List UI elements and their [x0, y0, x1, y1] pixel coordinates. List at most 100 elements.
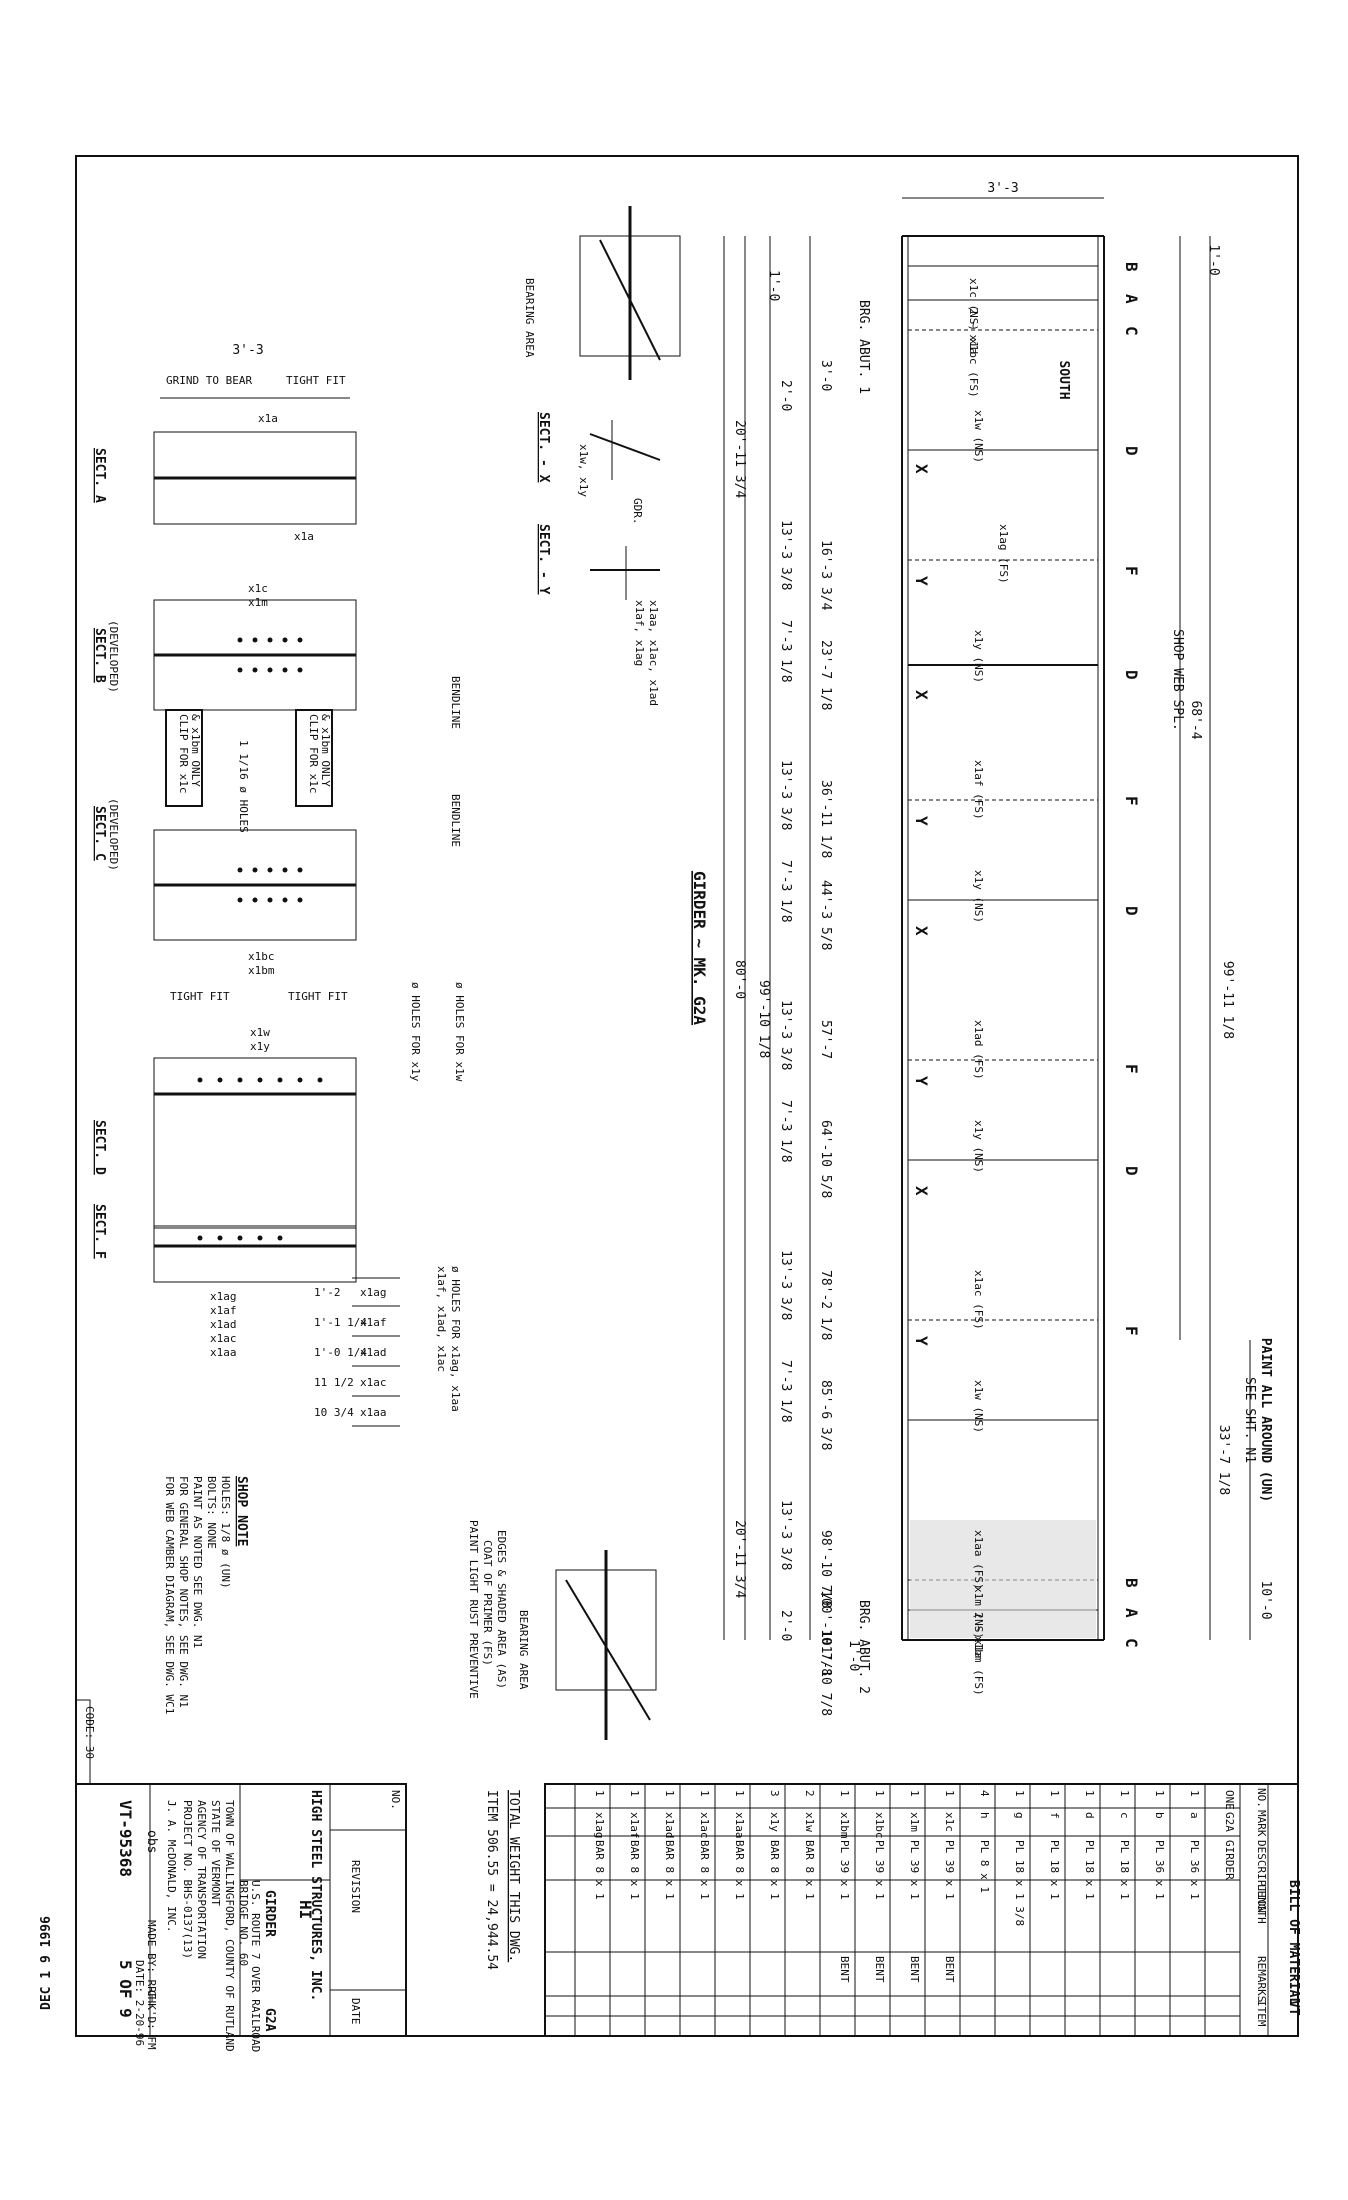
- tb-agency: AGENCY OF TRANSPORTATION: [195, 1800, 208, 1959]
- station-7: 64'-10 5/8: [818, 1120, 833, 1198]
- bearing-detail-bottom: BEARING AREA: [517, 1550, 657, 1740]
- span-20-right: 20'-11 3/4: [732, 1520, 747, 1598]
- camber-total-dim: 68'-4: [1188, 700, 1203, 739]
- abut-1-label: BRG. ABUT. 1: [856, 300, 871, 394]
- stiffener-marks: B A C D X F Y D X F Y D X F Y D X F Y B …: [912, 262, 1141, 1648]
- section-c-bendline: BENDLINE: [449, 794, 462, 847]
- sheet-border: [75, 155, 1299, 2037]
- shop-note-line-2: BOLTS: NONE: [205, 1476, 218, 1549]
- f-dim-1: 1'-2: [314, 1286, 341, 1299]
- section-d-holes-x1y: ø HOLES FOR x1y: [409, 982, 422, 1082]
- segment-2: 13'-3 3/8: [778, 520, 793, 590]
- bom-cell: 3: [768, 1790, 781, 1797]
- bom-header-desc: DESCRIPTION: [1255, 1840, 1268, 1913]
- mark-d2: D: [1122, 670, 1141, 680]
- tb-contract: VT-95368: [116, 1800, 135, 1877]
- f-dim-mark-1: x1ag: [360, 1286, 387, 1299]
- tb-date: DATE: 2-20-96: [133, 1960, 146, 2046]
- bom-cell: BENT: [873, 1956, 886, 1983]
- mark-x2: X: [912, 690, 931, 700]
- bom-cell: BAR 8 x 1: [803, 1840, 816, 1900]
- bom-cell: 1: [593, 1790, 606, 1797]
- received-date-stamp: DEC 1 9 1996: [39, 1916, 54, 2010]
- bom-cell: PL 36 x 1: [1188, 1840, 1201, 1900]
- section-c-x1bc: x1bc: [248, 950, 275, 963]
- clip-note-2a: CLIP FOR x1c: [307, 714, 320, 793]
- shop-note-line-1: HOLES: 1/8 ø (UN): [219, 1476, 232, 1589]
- mark-y2: Y: [912, 816, 931, 826]
- segment-4: 13'-3 3/8: [778, 760, 793, 830]
- bom-headers: NO. MARK DESCRIPTION LENGTH REMARKS ITEM: [1255, 1788, 1268, 2027]
- bom-cell: x1aa: [733, 1812, 746, 1839]
- f-dim-mark-3: x1ad: [360, 1346, 387, 1359]
- segment-8: 13'-3 3/8: [778, 1250, 793, 1320]
- overall-length-dim: 99'-11 1/8: [1220, 961, 1235, 1039]
- tb-town: TOWN OF WALLINGFORD, COUNTY OF RUTLAND: [223, 1800, 236, 2052]
- section-b-x1m: x1m: [248, 596, 268, 609]
- station-2: 16'-3 3/4: [818, 540, 833, 611]
- callout-4: x1w (NS): [972, 410, 985, 463]
- bom-cell: x1bm: [838, 1812, 851, 1839]
- station-11: 100'-10 7/8: [818, 1590, 833, 1676]
- section-y-note-1: x1aa, x1ac, x1ad: [647, 600, 660, 706]
- station-dimensions: 3'-0 16'-3 3/4 23'-7 1/8 36'-11 1/8 44'-…: [723, 236, 871, 1716]
- callout-3: x1bc (FS): [967, 338, 980, 398]
- bom-cell: PL 36 x 1: [1153, 1840, 1166, 1900]
- bom-cell: PL 39 x 1: [838, 1840, 851, 1900]
- bom-header-length: LENGTH: [1255, 1884, 1268, 1924]
- section-c: SECT. C (DEVELOPED) x1bc x1bm BENDLINE: [92, 794, 462, 977]
- mark-y3: Y: [912, 1076, 931, 1086]
- span-99: 99'-10 1/8: [756, 980, 771, 1058]
- section-x-title: SECT. - X: [536, 412, 551, 483]
- callout-12: x1w (NS): [972, 1380, 985, 1433]
- callout-11: x1ac (FS): [972, 1270, 985, 1330]
- stiffener-lines: [908, 265, 1098, 1611]
- bom-cell: BENT: [943, 1956, 956, 1983]
- paint-shading-note: PAINT LIGHT RUST PREVENTIVE COAT OF PRIM…: [467, 1520, 508, 1699]
- bom-header-item: ITEM: [1255, 2000, 1268, 2027]
- paint-ref: SEE SHT. N1: [1242, 1377, 1257, 1463]
- tb-charge: obs: [144, 1830, 159, 1853]
- part-callouts: x1c (NS) 2 ~ x1a x1bc (FS) x1w (NS) x1ag…: [967, 278, 1010, 1696]
- bearing-area-top: BEARING AREA: [523, 278, 536, 358]
- bom-cell: 1: [1188, 1790, 1201, 1797]
- girder-elevation: 3'-3 99'-11 1/8 68'-4 10'-0 33'-7 1/8 PA…: [901, 181, 1273, 1696]
- shop-note-line-4: FOR GENERAL SHOP NOTES, SEE DWG. N1: [177, 1476, 190, 1708]
- paint-shading-line-2: COAT OF PRIMER (FS): [481, 1540, 494, 1666]
- bom-cell: BAR 8 x 1: [733, 1840, 746, 1900]
- shop-note-line-3: PAINT AS NOTED SEE DWG. N1: [191, 1476, 204, 1648]
- abut-2-label: BRG. ABUT. 2: [856, 1600, 871, 1694]
- section-f-dim-table: 1'-2 1'-1 1/4 1'-0 1/4 11 1/2 10 3/4 x1a…: [314, 1277, 400, 1427]
- section-d: SECT. D TIGHT FIT TIGHT FIT x1w x1y ø HO…: [92, 982, 466, 1229]
- segment-6: 13'-3 3/8: [778, 1000, 793, 1070]
- callout-1: x1c (NS): [967, 278, 980, 331]
- bom-cell: 2: [803, 1790, 816, 1797]
- clip-note-1a: CLIP FOR x1c: [177, 714, 190, 793]
- bom-cell: PL 18 x 1 3/8: [1013, 1840, 1026, 1926]
- bom-cell: 1: [698, 1790, 711, 1797]
- end-dim-1: 1'-0: [1206, 244, 1221, 275]
- bom-cell: c: [1118, 1812, 1131, 1819]
- shop-note-title: SHOP NOTE: [234, 1476, 249, 1546]
- section-d-holes-x1w: ø HOLES FOR x1w: [453, 982, 466, 1082]
- section-f: SECT. F x1ag x1af x1ad x1ac x1aa ø HOLES…: [92, 1204, 462, 1412]
- paint-note: PAINT ALL AROUND (UN): [1258, 1338, 1273, 1502]
- bom-cell: BAR 8 x 1: [628, 1840, 641, 1900]
- code-label: CODE: 30: [83, 1706, 96, 1759]
- bom-cell: BENT: [908, 1956, 921, 1983]
- callout-6: x1y (NS): [972, 630, 985, 683]
- f-dim-5: 10 3/4: [314, 1406, 354, 1419]
- tb-date-label: DATE: [349, 1998, 362, 2025]
- bom-cell: 1: [838, 1790, 851, 1797]
- bom-item-weight: ITEM 506.55 = 24,944.54: [484, 1790, 499, 1970]
- bom-cell: 1: [1118, 1790, 1131, 1797]
- bom-cell: BAR 8 x 1: [698, 1840, 711, 1900]
- mark-f3: F: [1122, 1064, 1141, 1074]
- code-box: CODE: 30: [75, 1699, 96, 1785]
- bom-cell: x1w: [803, 1812, 816, 1832]
- bom-cell: 1: [1153, 1790, 1166, 1797]
- section-b-bendline: BENDLINE: [449, 676, 462, 729]
- mark-x3: X: [912, 926, 931, 936]
- segment-7: 7'-3 1/8: [778, 1100, 793, 1163]
- station-10: 98'-10 7/8: [818, 1530, 833, 1608]
